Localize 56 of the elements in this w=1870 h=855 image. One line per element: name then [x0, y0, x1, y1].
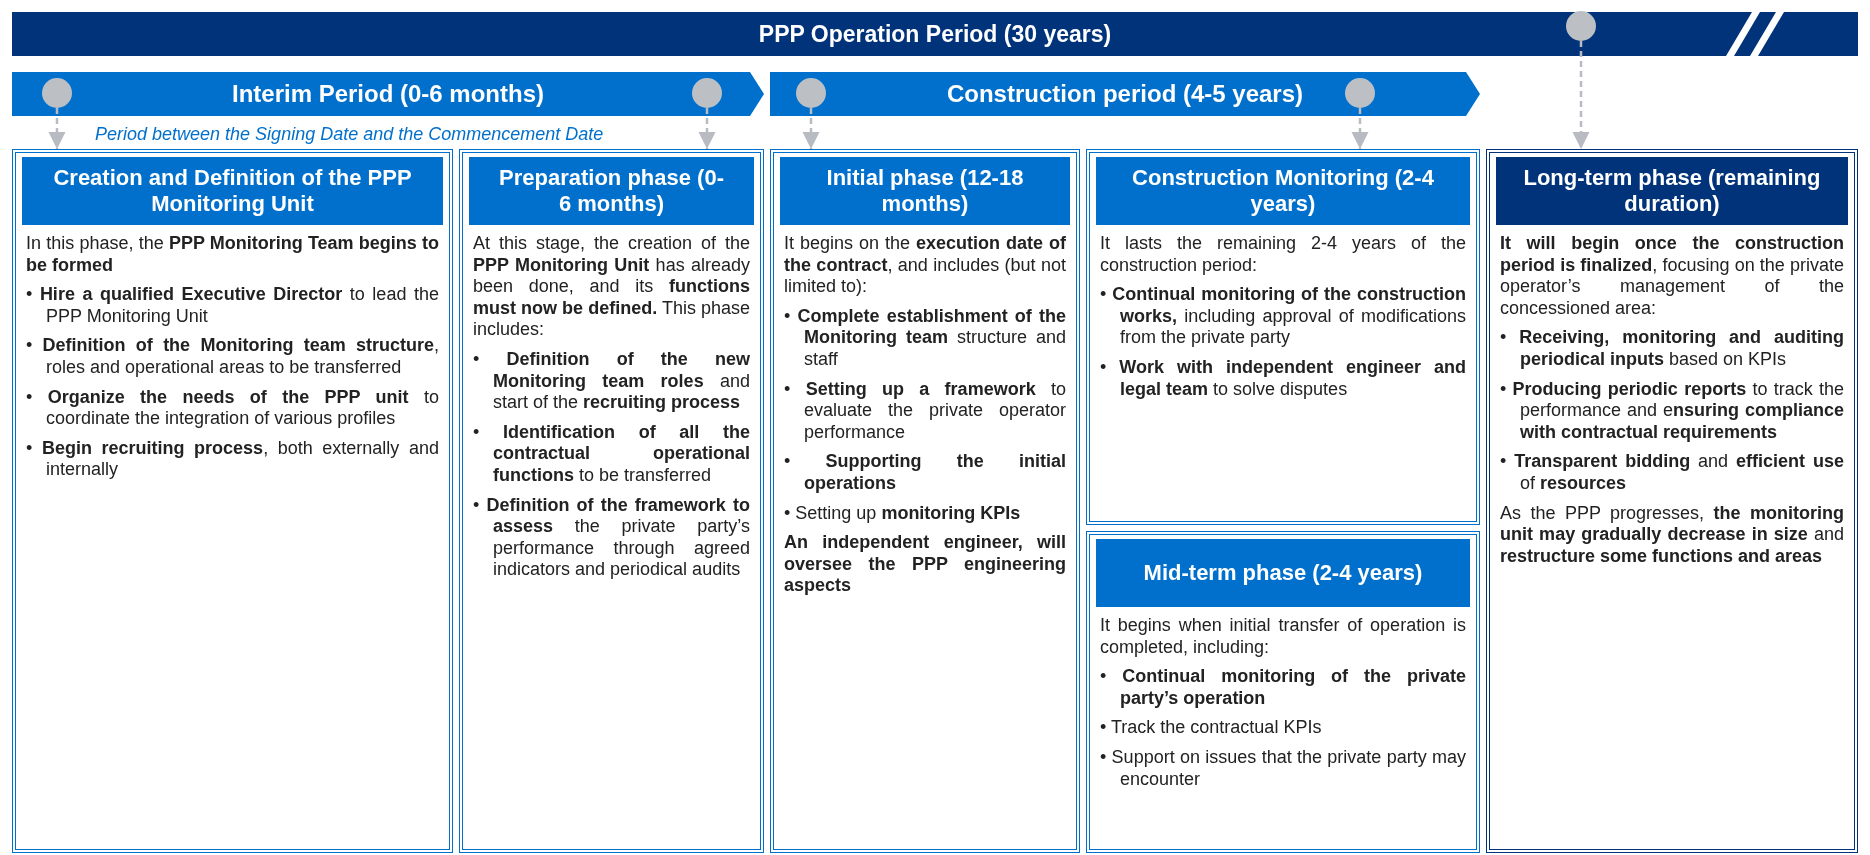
bullet-item: • Definition of the framework to assess the private party’s performance through agreed indicators and periodical audits: [473, 494, 750, 581]
body-text: An independent engineer, will oversee the PPP engineering aspects: [784, 532, 1066, 597]
bullet-item: • Definition of the new Monitoring team roles and start of the recruiting process: [473, 348, 750, 414]
phase-card: [459, 149, 764, 853]
arrow: [48, 108, 66, 149]
milestone-circle: [1566, 11, 1596, 41]
phase-card: [1486, 149, 1858, 853]
period-title: PPP Operation Period (30 years): [758, 20, 1112, 48]
bullet-item: • Track the contractual KPIs: [1100, 717, 1323, 739]
bullet-item: • Setting up monitoring KPIs: [784, 502, 1022, 525]
milestone-circle: [796, 78, 826, 108]
arrow: [1572, 41, 1590, 149]
phase-title: Initial phase (12-18 months): [780, 157, 1070, 225]
phase-title: Long-term phase (remaining duration): [1496, 157, 1848, 225]
phase-card: [770, 149, 1080, 853]
bullet-item: • Receiving, monitoring and auditing periodical inputs based on KPIs: [1500, 327, 1844, 371]
bullet-item: • Complete establishment of the Monitoring team structure and staff: [784, 305, 1066, 371]
bullet-item: • Producing periodic reports to track the performance and ensuring compliance with contractual requirements: [1500, 378, 1844, 444]
milestone-circle: [42, 78, 72, 108]
period-banner: [770, 72, 1480, 116]
phase-card: [12, 149, 453, 853]
bullet-item: • Setting up a framework to evaluate the private operator performance: [784, 378, 1066, 444]
arrow: [802, 108, 820, 149]
bullet-item: • Hire a qualified Executive Director to lead the PPP Monitoring Unit: [26, 284, 439, 328]
arrow: [698, 108, 716, 149]
bullet-item: • Begin recruiting process, both externally and internally: [26, 437, 439, 481]
bullet-item: • Identification of all the contractual operational functions to be transferred: [473, 421, 750, 487]
body-text: In this phase, the PPP Monitoring Team begins to be formed: [26, 233, 439, 277]
milestone-circle: [1345, 78, 1375, 108]
bullet-item: • Continual monitoring of the construction works, including approval of modifications from the private party: [1100, 284, 1466, 349]
bullet-item: • Support on issues that the private party may encounter: [1100, 746, 1466, 791]
bullet-item: • Supporting the initial operations: [784, 451, 1066, 495]
body-text: It begins on the execution date of the contract, and includes (but not limited to):: [784, 233, 1066, 298]
phase-card: [1086, 149, 1480, 525]
note-text: Period between the Signing Date and the Commencement Date: [95, 124, 604, 145]
body-text: As the PPP progresses, the monitoring unit may gradually decrease in size and restructure some functions and areas: [1500, 502, 1844, 568]
phase-title: Creation and Definition of the PPP Monitoring Unit: [22, 157, 443, 225]
bullet-item: • Continual monitoring of the private party’s operation: [1100, 666, 1466, 710]
phase-title: Construction Monitoring (2-4 years): [1096, 157, 1470, 225]
milestone-circle: [692, 78, 722, 108]
period-title: Interim Period (0-6 months): [231, 80, 544, 108]
body-text: At this stage, the creation of the PPP Monitoring Unit has already been done, and its functions must now be defined. This phase includes:: [473, 233, 750, 341]
arrow: [1351, 108, 1369, 149]
body-text: It begins when initial transfer of operation is completed, including:: [1100, 615, 1466, 659]
phase-card: [1086, 531, 1480, 853]
period-title: Construction period (4-5 years): [946, 80, 1304, 108]
bullet-item: • Work with independent engineer and legal team to solve disputes: [1100, 356, 1466, 401]
period-banner: [12, 72, 764, 116]
bullet-item: • Organize the needs of the PPP unit to coordinate the integration of various profiles: [26, 386, 439, 430]
phase-title: Mid-term phase (2-4 years): [1096, 539, 1470, 607]
bullet-item: • Transparent bidding and efficient use of resources: [1500, 451, 1844, 495]
body-text: It will begin once the construction period is finalized, focusing on the private operator’s management of the concessioned area:: [1500, 233, 1844, 320]
bullet-item: • Definition of the Monitoring team structure, roles and operational areas to be transferred: [26, 335, 439, 379]
phase-title: Preparation phase (0-6 months): [469, 157, 754, 225]
body-text: It lasts the remaining 2-4 years of the construction period:: [1100, 233, 1466, 277]
period-bar: [12, 12, 1858, 56]
